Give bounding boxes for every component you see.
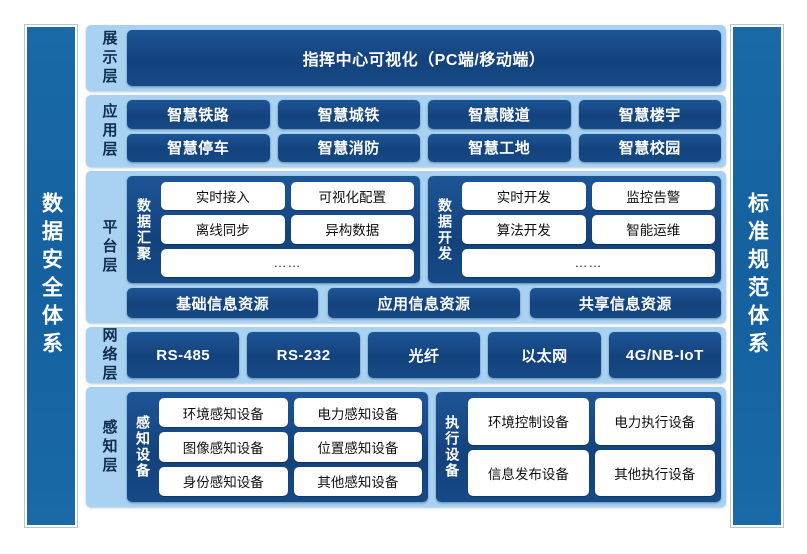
layer-application-label: 应用层 [100, 102, 118, 160]
aggregation-row-1: 实时接入 可视化配置 [161, 182, 414, 211]
display-command-center-bar[interactable]: 指挥中心可视化（PC端/移动端） [127, 30, 721, 86]
group-data-aggregation-title-col: 数据汇聚 [133, 182, 155, 277]
network-item-rs485[interactable]: RS-485 [127, 332, 240, 378]
development-item-monitor-alarm[interactable]: 监控告警 [591, 182, 715, 211]
development-row-2: 算法开发 智能运维 [462, 215, 715, 244]
platform-groups: 数据汇聚 实时接入 可视化配置 离线同步 异构数据 [127, 176, 721, 283]
layer-application: 应用层 智慧铁路 智慧城铁 智慧隧道 智慧楼宇 智慧停车 智慧消防 智慧工地 智… [86, 95, 726, 167]
aggregation-item-visual-config[interactable]: 可视化配置 [290, 182, 414, 211]
app-item-smart-building[interactable]: 智慧楼宇 [578, 100, 721, 129]
platform-resource-bars: 基础信息资源 应用信息资源 共享信息资源 [127, 288, 721, 318]
sensing-row-2: 图像感知设备 位置感知设备 [159, 432, 423, 462]
development-item-smart-ops[interactable]: 智能运维 [591, 215, 715, 244]
group-actuator-devices-title: 执行设备 [444, 415, 461, 479]
sensing-row-1: 环境感知设备 电力感知设备 [159, 398, 423, 428]
development-item-realtime-dev[interactable]: 实时开发 [462, 182, 586, 211]
aggregation-item-heterogeneous-data[interactable]: 异构数据 [290, 215, 414, 244]
perception-groups: 感知设备 环境感知设备 电力感知设备 图像感知设备 位置感知设备 [127, 392, 721, 502]
layer-platform: 平台层 数据汇聚 实时接入 可视化配置 [86, 171, 726, 323]
group-sensing-devices-title: 感知设备 [135, 415, 151, 479]
network-items-row: RS-485 RS-232 光纤 以太网 4G/NB-IoT [127, 332, 722, 378]
sensing-item-location[interactable]: 位置感知设备 [293, 432, 423, 462]
layer-application-body: 智慧铁路 智慧城铁 智慧隧道 智慧楼宇 智慧停车 智慧消防 智慧工地 智慧校园 [127, 100, 721, 162]
resource-basic-information[interactable]: 基础信息资源 [127, 288, 319, 318]
actuator-row-2: 信息发布设备 其他执行设备 [468, 449, 715, 496]
app-item-smart-parking[interactable]: 智慧停车 [127, 133, 270, 162]
aggregation-row-3: …… [161, 248, 414, 277]
layer-perception-label: 感知层 [100, 418, 118, 476]
layer-perception-label-col: 感知层 [91, 392, 127, 502]
app-item-smart-tunnel[interactable]: 智慧隧道 [428, 100, 571, 129]
side-panel-standards: 标准规范体系 [731, 25, 783, 527]
actuator-item-environment-control[interactable]: 环境控制设备 [468, 398, 589, 445]
layer-display-label-col: 展示层 [91, 29, 127, 87]
app-item-smart-firefighting[interactable]: 智慧消防 [277, 133, 420, 162]
group-actuator-devices: 执行设备 环境控制设备 电力执行设备 信息发布设备 其他执行设备 [436, 392, 721, 502]
development-item-more[interactable]: …… [462, 248, 715, 277]
layer-perception: 感知层 感知设备 环境感知设备 电力感知设备 [86, 387, 726, 507]
group-data-aggregation-grid: 实时接入 可视化配置 离线同步 异构数据 …… [161, 182, 414, 277]
layer-platform-label: 平台层 [100, 218, 118, 276]
group-sensing-devices: 感知设备 环境感知设备 电力感知设备 图像感知设备 位置感知设备 [127, 392, 429, 502]
layer-stack: 展示层 指挥中心可视化（PC端/移动端） 应用层 智慧铁路 智慧城铁 智慧隧道 … [86, 25, 726, 530]
sensing-item-other[interactable]: 其他感知设备 [293, 466, 423, 496]
group-data-aggregation-title: 数据汇聚 [136, 197, 152, 262]
actuator-row-1: 环境控制设备 电力执行设备 [468, 398, 715, 445]
layer-display: 展示层 指挥中心可视化（PC端/移动端） [86, 25, 726, 91]
group-actuator-devices-title-col: 执行设备 [442, 398, 462, 496]
group-sensing-devices-title-col: 感知设备 [133, 398, 153, 496]
layer-network: 网络层 RS-485 RS-232 光纤 以太网 4G/NB-IoT [86, 327, 726, 384]
resource-application-information[interactable]: 应用信息资源 [328, 288, 520, 318]
aggregation-item-realtime-ingest[interactable]: 实时接入 [161, 182, 285, 211]
actuator-item-power-execution[interactable]: 电力执行设备 [594, 398, 715, 445]
resource-shared-information[interactable]: 共享信息资源 [529, 288, 721, 318]
layer-network-label: 网络层 [100, 326, 118, 384]
aggregation-row-2: 离线同步 异构数据 [161, 215, 414, 244]
side-panel-left-label: 数据安全体系 [39, 192, 63, 360]
development-row-1: 实时开发 监控告警 [462, 182, 715, 211]
sensing-item-power[interactable]: 电力感知设备 [293, 398, 423, 428]
group-data-aggregation: 数据汇聚 实时接入 可视化配置 离线同步 异构数据 [127, 176, 420, 283]
layer-network-body: RS-485 RS-232 光纤 以太网 4G/NB-IoT [127, 332, 722, 378]
layer-platform-body: 数据汇聚 实时接入 可视化配置 离线同步 异构数据 [127, 176, 721, 318]
side-panel-right-label: 标准规范体系 [745, 192, 769, 360]
application-row-2: 智慧停车 智慧消防 智慧工地 智慧校园 [127, 133, 721, 162]
sensing-row-3: 身份感知设备 其他感知设备 [159, 466, 423, 496]
layer-display-label: 展示层 [100, 29, 118, 87]
network-item-fiber[interactable]: 光纤 [367, 332, 481, 378]
layer-perception-body: 感知设备 环境感知设备 电力感知设备 图像感知设备 位置感知设备 [127, 392, 721, 502]
network-item-ethernet[interactable]: 以太网 [488, 332, 601, 378]
group-sensing-devices-grid: 环境感知设备 电力感知设备 图像感知设备 位置感知设备 身份感知设备 其他感知设… [159, 398, 423, 496]
sensing-item-image[interactable]: 图像感知设备 [159, 432, 288, 462]
actuator-item-other-execution[interactable]: 其他执行设备 [594, 449, 715, 496]
layer-network-label-col: 网络层 [91, 327, 127, 384]
network-item-rs232[interactable]: RS-232 [247, 332, 360, 378]
layer-display-body: 指挥中心可视化（PC端/移动端） [127, 30, 721, 86]
group-data-development-title: 数据开发 [437, 197, 453, 262]
layer-application-label-col: 应用层 [91, 100, 127, 162]
app-item-smart-metro[interactable]: 智慧城铁 [277, 100, 420, 129]
sensing-item-identity[interactable]: 身份感知设备 [159, 466, 288, 496]
aggregation-item-more[interactable]: …… [161, 248, 414, 277]
aggregation-item-offline-sync[interactable]: 离线同步 [161, 215, 285, 244]
sensing-item-environment[interactable]: 环境感知设备 [159, 398, 288, 428]
development-row-3: …… [462, 248, 715, 277]
side-panel-data-security: 数据安全体系 [25, 25, 77, 527]
application-row-1: 智慧铁路 智慧城铁 智慧隧道 智慧楼宇 [127, 100, 721, 129]
group-data-development: 数据开发 实时开发 监控告警 算法开发 智能运维 [428, 176, 721, 283]
app-item-smart-construction[interactable]: 智慧工地 [428, 133, 571, 162]
app-item-smart-railway[interactable]: 智慧铁路 [127, 100, 270, 129]
group-actuator-devices-grid: 环境控制设备 电力执行设备 信息发布设备 其他执行设备 [468, 398, 715, 496]
network-item-4g-nbiot[interactable]: 4G/NB-IoT [608, 332, 722, 378]
actuator-item-info-release[interactable]: 信息发布设备 [468, 449, 589, 496]
app-item-smart-campus[interactable]: 智慧校园 [578, 133, 721, 162]
group-data-development-title-col: 数据开发 [434, 182, 456, 277]
group-data-development-grid: 实时开发 监控告警 算法开发 智能运维 …… [462, 182, 715, 277]
development-item-algorithm-dev[interactable]: 算法开发 [462, 215, 586, 244]
layer-platform-label-col: 平台层 [91, 176, 127, 318]
